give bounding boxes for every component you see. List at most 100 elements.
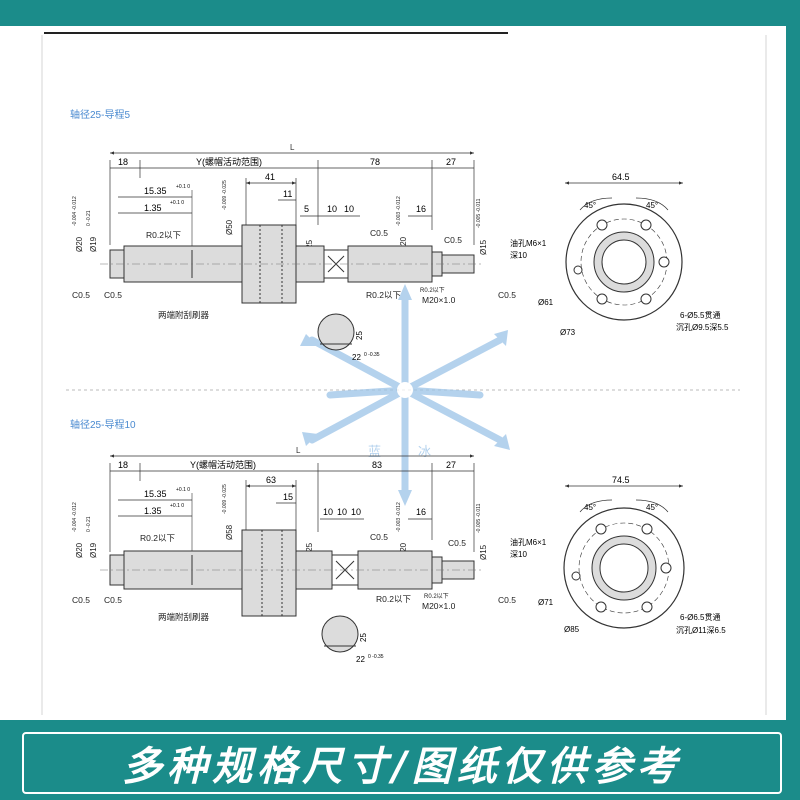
upper-dia-15-tol: -0.005 -0.011 <box>476 198 482 228</box>
lower-dia-58: Ø58 <box>225 524 234 540</box>
upper-dim-L: L <box>290 143 295 152</box>
upper-c05-e: C0.5 <box>498 290 516 300</box>
upper-dia-15: Ø15 <box>479 239 488 255</box>
lower-dim-16: 16 <box>416 507 426 517</box>
upper-c05-b: C0.5 <box>444 235 462 245</box>
upper-dia-19-tol: 0 -0.21 <box>86 210 92 226</box>
top-band <box>0 0 800 26</box>
upper-c05-c: C0.5 <box>72 290 90 300</box>
upper-dim-1535-tol: +0.1 0 <box>176 184 190 190</box>
lower-dia-19: Ø19 <box>89 542 98 558</box>
lower-wiper-label: 两端附刮刷器 <box>158 612 210 622</box>
lower-dim-10c: 10 <box>351 507 361 517</box>
upper-dim-1535: 15.35 <box>144 186 167 196</box>
lower-dim-27: 27 <box>446 460 456 470</box>
lower-dia-20b: Ø20 <box>399 542 408 558</box>
upper-dia-19: Ø19 <box>89 236 98 252</box>
upper-dim-41: 41 <box>265 172 275 182</box>
lower-key-22: 22 <box>356 655 365 664</box>
lower-c05-e: C0.5 <box>498 595 516 605</box>
lower-key-22-tol: 0 -0.35 <box>368 654 384 660</box>
lower-dim-Y: Y(螺帽活动范围) <box>190 459 256 470</box>
lower-dim-1535-tol: +0.1 0 <box>176 487 190 493</box>
lower-flange-cbore: 沉孔Ø11深6.5 <box>676 626 726 635</box>
upper-flange-view: 64.5 45° 45° 油孔M6×1 深10 Ø61 Ø73 6-Ø5.5贯 <box>510 172 729 337</box>
upper-drawing: 轴径25-导程5 L 18 Y(螺帽活动范围) 78 27 41 11 15. <box>70 108 729 362</box>
upper-dim-10a: 10 <box>327 204 337 214</box>
lower-flange-oil-depth: 深10 <box>510 550 527 559</box>
lower-r02-b: R0.2以下 <box>376 594 411 604</box>
lower-dia-20: Ø20 <box>75 542 84 558</box>
banner-border: 多种规格尺寸/图纸仅供参考 <box>22 732 782 794</box>
lower-flange-angle-1: 45° <box>584 503 596 512</box>
lower-dia-20b-tol: -0.003 -0.012 <box>396 502 402 532</box>
upper-flange-oil-depth: 深10 <box>510 251 527 260</box>
upper-key-25: 25 <box>355 331 364 340</box>
upper-flange-holes: 6-Ø5.5贯通 <box>680 310 720 320</box>
upper-c05-d: C0.5 <box>104 290 122 300</box>
lower-dim-L: L <box>296 446 301 455</box>
upper-dim-11: 11 <box>283 189 292 199</box>
upper-dim-135-tol: +0.1 0 <box>170 200 184 206</box>
upper-r02-a: R0.2以下 <box>146 230 181 240</box>
upper-dim-27: 27 <box>446 157 456 167</box>
upper-flange-od: Ø73 <box>560 328 576 337</box>
lower-dim-18: 18 <box>118 460 128 470</box>
upper-dia-20b-tol: -0.003 -0.012 <box>396 196 402 226</box>
banner-text: 多种规格尺寸/图纸仅供参考 <box>122 744 682 790</box>
lower-c05-b: C0.5 <box>448 538 466 548</box>
upper-flange-cbore: 沉孔Ø9.5深5.5 <box>676 323 729 332</box>
upper-key-22: 22 <box>352 353 361 362</box>
upper-heading: 轴径25-导程5 <box>70 108 130 121</box>
lower-flange-holes: 6-Ø6.5贯通 <box>680 612 720 622</box>
lower-dia-19-tol: 0 -0.21 <box>86 516 92 532</box>
upper-flange-oil: 油孔M6×1 <box>510 238 547 248</box>
upper-c05-a: C0.5 <box>370 228 388 238</box>
lower-flange-pcd: Ø71 <box>538 598 554 607</box>
upper-dim-16: 16 <box>416 204 426 214</box>
upper-dia-50: Ø50 <box>225 219 234 235</box>
upper-dim-10b: 10 <box>344 204 354 214</box>
lower-dia-25: Ø25 <box>305 542 314 558</box>
upper-r02-b: R0.2以下 <box>366 290 401 300</box>
bottom-banner: 多种规格尺寸/图纸仅供参考 <box>0 720 800 800</box>
lower-c05-a: C0.5 <box>370 532 388 542</box>
lower-heading: 轴径25-导程10 <box>70 418 136 431</box>
right-band <box>786 26 800 726</box>
lower-dia-15-tol: -0.005 -0.011 <box>476 503 482 533</box>
lower-flange-width: 74.5 <box>612 475 630 485</box>
lower-dim-15: 15 <box>283 492 293 502</box>
lower-dia-58-tol: -0.009 -0.025 <box>222 484 228 514</box>
lower-flange-od: Ø85 <box>564 625 580 634</box>
lower-dim-63: 63 <box>266 475 276 485</box>
lower-dim-83: 83 <box>372 460 382 470</box>
upper-dia-50-tol: -0.009 -0.025 <box>222 180 228 210</box>
lower-dia-20-tol: -0.004 -0.012 <box>72 502 78 532</box>
upper-dim-Y: Y(螺帽活动范围) <box>196 156 262 167</box>
upper-dim-135: 1.35 <box>144 203 162 213</box>
lower-dia-15: Ø15 <box>479 544 488 560</box>
upper-key-22-tol: 0 -0.35 <box>364 352 380 358</box>
lower-dim-1535: 15.35 <box>144 489 167 499</box>
upper-dia-20: Ø20 <box>75 236 84 252</box>
lower-flange-angle-2: 45° <box>646 503 658 512</box>
lower-r02-a: R0.2以下 <box>140 533 175 543</box>
watermark-char-1: 蓝 <box>368 444 381 459</box>
lower-dim-10a: 10 <box>323 507 333 517</box>
upper-flange-width: 64.5 <box>612 172 630 182</box>
lower-dim-135-tol: +0.1 0 <box>170 503 184 509</box>
lower-c05-d: C0.5 <box>104 595 122 605</box>
lower-m20: M20×1.0 <box>422 601 456 611</box>
upper-m20: M20×1.0 <box>422 295 456 305</box>
upper-key-section: 25 22 0 -0.35 <box>317 313 380 362</box>
upper-dia-20b: Ø20 <box>399 236 408 252</box>
lower-c05-c: C0.5 <box>72 595 90 605</box>
upper-dia-20-tol: -0.004 -0.012 <box>72 196 78 226</box>
upper-dim-78: 78 <box>370 157 380 167</box>
upper-flange-angle-1: 45° <box>584 201 596 210</box>
upper-dim-5: 5 <box>304 204 309 214</box>
lower-r02-c: R0.2以下 <box>424 593 449 600</box>
lower-flange-oil: 油孔M6×1 <box>510 537 547 547</box>
